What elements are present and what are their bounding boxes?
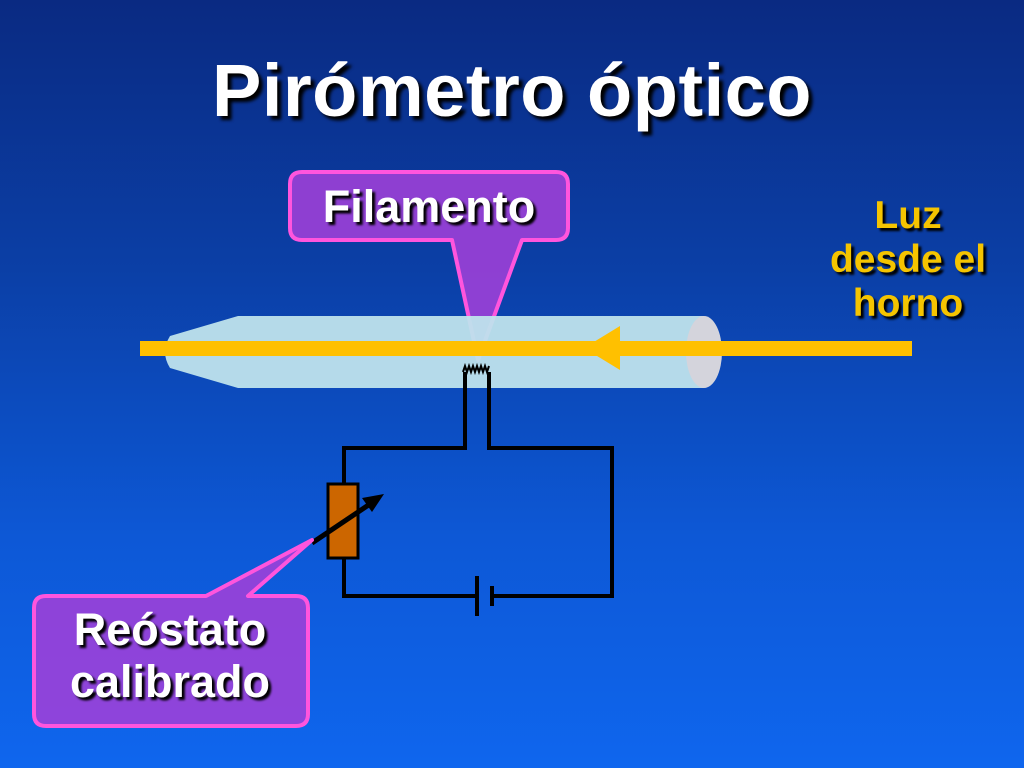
filament-coil xyxy=(462,362,490,376)
rheostat-label-line1: Reóstato xyxy=(73,604,267,655)
rheostat-symbol xyxy=(310,482,384,560)
filament-label-text: Filamento xyxy=(322,181,536,232)
filament-label: Filamento xyxy=(290,178,568,236)
light-label-line2: desde el xyxy=(829,238,987,281)
light-label-line1: Luz xyxy=(874,194,942,237)
light-beam-line xyxy=(140,341,912,356)
filament-callout xyxy=(288,170,570,362)
rheostat-callout xyxy=(32,538,314,728)
rheostat-arrowhead xyxy=(362,494,384,512)
rheostat-label-line2: calibrado xyxy=(69,656,271,707)
rheostat-label: Reóstato calibrado xyxy=(32,604,308,708)
circuit-wires xyxy=(342,372,614,598)
light-label-line3: horno xyxy=(852,282,964,325)
light-source-label: Luz desde el horno xyxy=(808,194,1008,326)
light-beam xyxy=(140,326,912,370)
slide-title: Pirómetro óptico xyxy=(211,49,813,132)
light-direction-arrowhead xyxy=(584,326,620,370)
battery-symbol xyxy=(475,576,494,616)
